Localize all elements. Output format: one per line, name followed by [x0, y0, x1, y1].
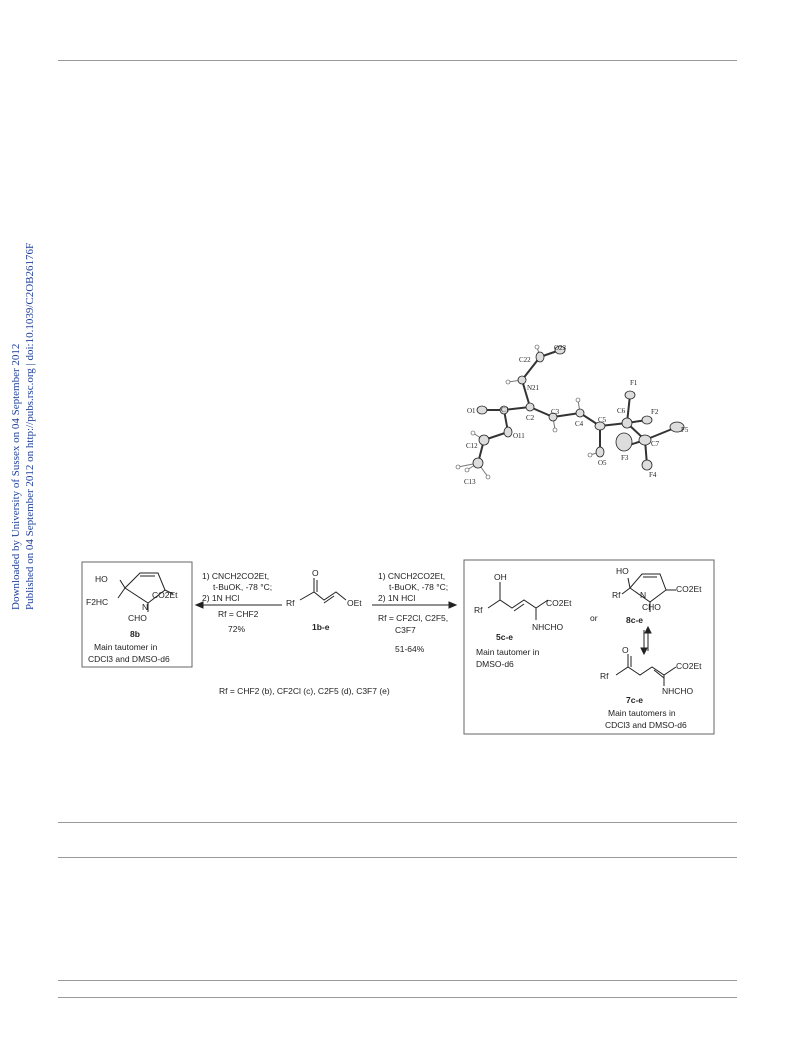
- atom-label-c12: C12: [466, 442, 478, 450]
- label-5c-co2et: CO2Et: [546, 598, 572, 608]
- label-7c-rf: Rf: [600, 671, 609, 681]
- label-5c-nhcho: NHCHO: [532, 622, 564, 632]
- section-rule-1: [58, 822, 737, 823]
- atom-label-f1: F1: [630, 379, 638, 387]
- structure-5c-e: [487, 582, 549, 620]
- label-8c-rf: Rf: [612, 590, 621, 600]
- download-watermark: Downloaded by University of Sussex on 04…: [10, 230, 37, 610]
- atom-label-f4: F4: [649, 471, 657, 479]
- atom-label-c4: C4: [575, 420, 584, 428]
- left-cond-step1: 1) CNCH2CO2Et,: [202, 571, 269, 581]
- left-cond-step2: 2) 1N HCl: [202, 593, 239, 603]
- left-cond-step1b: t-BuOK, -78 °C;: [213, 582, 272, 592]
- left-cond-rf: Rf = CHF2: [218, 609, 259, 619]
- label-8c-cho: CHO: [642, 602, 661, 612]
- atom-label-f3: F3: [621, 454, 629, 462]
- caption-7c-line2: CDCl3 and DMSO-d6: [605, 720, 687, 730]
- caption-7c-line1: Main tautomers in: [608, 708, 676, 718]
- scheme-footnote: Rf = CHF2 (b), CF2Cl (c), C2F5 (d), C3F7…: [219, 686, 390, 696]
- crystal-atom-labels: O23 C22 N21 F1 O1 C1 C2 C3 C4 C5 C6 F2 F…: [464, 344, 689, 486]
- label-8b-f2hc: F2HC: [86, 597, 108, 607]
- compound-8b: 8b: [130, 629, 140, 639]
- section-rule-2: [58, 857, 737, 858]
- atom-label-n21: N21: [527, 384, 540, 392]
- right-arrow: [372, 601, 458, 609]
- product-8b-box: [81, 561, 193, 668]
- compound-8c-e: 8c-e: [626, 615, 643, 625]
- label-5c-oh: OH: [494, 572, 507, 582]
- caption-5c-line2: DMSO-d6: [476, 659, 514, 669]
- label-8b-cho: CHO: [128, 613, 147, 623]
- atom-label-o23: O23: [554, 344, 567, 352]
- left-cond-yield: 72%: [228, 624, 245, 634]
- or-label: or: [590, 613, 598, 623]
- atom-label-o5: O5: [598, 459, 607, 467]
- crystal-hydrogens: [455, 344, 593, 480]
- equilibrium-arrows: [640, 625, 652, 656]
- atom-label-o1: O1: [467, 407, 476, 415]
- center-oet: OEt: [347, 598, 362, 608]
- atom-label-c7: C7: [651, 440, 660, 448]
- structure-1b-e: [299, 578, 347, 604]
- atom-label-c22: C22: [519, 356, 531, 364]
- atom-label-f2: F2: [651, 408, 659, 416]
- crystal-structure-figure: O23 C22 N21 F1 O1 C1 C2 C3 C4 C5 C6 F2 F…: [455, 344, 689, 486]
- footer-rule-2: [58, 997, 737, 998]
- structure-7c-e: [615, 654, 677, 686]
- compound-1b-e: 1b-e: [312, 622, 330, 632]
- footer-rule-1: [58, 980, 737, 981]
- reaction-scheme: HO N F2HC CO2Et CHO 8b Main tautomer in …: [81, 559, 715, 735]
- atom-label-c3: C3: [551, 408, 560, 416]
- compound-7c-e: 7c-e: [626, 695, 643, 705]
- watermark-line-1: Downloaded by University of Sussex on 04…: [10, 343, 22, 610]
- caption-5c-line1: Main tautomer in: [476, 647, 540, 657]
- right-cond-step1b: t-BuOK, -78 °C;: [389, 582, 448, 592]
- label-8c-co2et: CO2Et: [676, 584, 702, 594]
- label-8b-n: N: [142, 602, 148, 612]
- atom-label-c2: C2: [526, 414, 535, 422]
- label-8b-ho: HO: [95, 574, 108, 584]
- right-cond-step2: 2) 1N HCl: [378, 593, 415, 603]
- label-5c-rf: Rf: [474, 605, 483, 615]
- center-o: O: [312, 568, 319, 578]
- atom-label-c5: C5: [598, 416, 607, 424]
- label-7c-co2et: CO2Et: [676, 661, 702, 671]
- atom-label-f5: F5: [681, 426, 689, 434]
- right-cond-rf-line2: C3F7: [395, 625, 416, 635]
- atom-label-c13: C13: [464, 478, 476, 486]
- label-8c-ho: HO: [616, 566, 629, 576]
- center-rf: Rf: [286, 598, 295, 608]
- caption-8b-line1: Main tautomer in: [94, 642, 158, 652]
- right-cond-step1: 1) CNCH2CO2Et,: [378, 571, 445, 581]
- watermark-line-2: Published on 04 September 2012 on http:/…: [23, 242, 36, 610]
- left-arrow: [194, 601, 282, 609]
- right-cond-rf-line1: Rf = CF2Cl, C2F5,: [378, 613, 448, 623]
- products-right-box: [463, 559, 715, 735]
- right-cond-yield: 51-64%: [395, 644, 425, 654]
- ring-8b: [117, 572, 174, 612]
- atom-label-c6: C6: [617, 407, 626, 415]
- structure-8c-e: [621, 573, 676, 612]
- label-8c-n: N: [640, 590, 646, 600]
- label-7c-o: O: [622, 645, 629, 655]
- compound-5c-e: 5c-e: [496, 632, 513, 642]
- label-8b-co2et: CO2Et: [152, 590, 178, 600]
- label-7c-nhcho: NHCHO: [662, 686, 694, 696]
- atom-label-o11: O11: [513, 432, 525, 440]
- atom-label-c1: C1: [501, 406, 510, 414]
- caption-8b-line2: CDCl3 and DMSO-d6: [88, 654, 170, 664]
- crystal-atoms: [472, 345, 685, 471]
- header-rule: [58, 60, 737, 61]
